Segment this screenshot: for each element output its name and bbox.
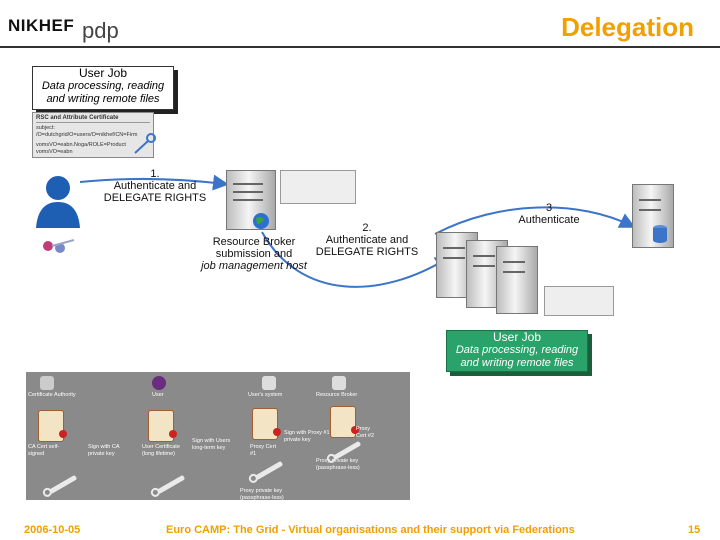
step1-label: 1. Authenticate and DELEGATE RIGHTS: [100, 168, 210, 204]
step1-number: 1.: [150, 168, 160, 180]
remote-job-line2: and writing remote files: [460, 357, 574, 369]
user-certificate-scroll: [148, 410, 177, 442]
step2-number: 2.: [362, 222, 372, 234]
compute-server: [496, 246, 538, 314]
proxy2-label: Proxy Cert #2: [356, 426, 375, 439]
header-divider: [0, 46, 720, 48]
remote-job-line1: Data processing, reading: [455, 344, 579, 356]
proxy1-key-icon: [254, 460, 284, 481]
user-job-box: User Job Data processing, reading and wr…: [32, 66, 174, 110]
logo-text: NIKHEF: [8, 16, 75, 35]
proxy1-label: Proxy Cert #1: [250, 444, 276, 457]
step1-line2: DELEGATE RIGHTS: [103, 192, 207, 204]
remote-job-heading: User Job: [492, 330, 542, 344]
step1-line1: Authenticate and: [113, 180, 197, 192]
proxy2-scroll: [330, 406, 359, 438]
page-number: 15: [688, 524, 701, 536]
resource-broker-icon: [332, 376, 346, 390]
ca-key-icon: [48, 474, 78, 495]
arrow-step3: [434, 206, 636, 235]
user-key-icon: [156, 474, 186, 495]
certificate-attr1: vomsVO=eabn.Noga/ROLE=Product: [36, 142, 126, 148]
pdp-logo-text: pdp: [82, 18, 119, 43]
step2-line1: Authenticate and: [325, 234, 409, 246]
entity-user: User: [152, 392, 164, 398]
remote-user-job-box: User Job Data processing, reading and wr…: [446, 330, 588, 372]
entity-user-system: User's system: [248, 392, 283, 398]
entity-resource-broker: Resource Broker: [316, 392, 358, 398]
database-icon: [653, 225, 667, 243]
broker-certificate: [280, 170, 356, 204]
resource-broker-label: Resource Broker submission and job manag…: [198, 236, 310, 272]
step2-line2: DELEGATE RIGHTS: [315, 246, 419, 258]
resource-broker-line2: submission and: [215, 248, 293, 260]
resource-broker-line1: Resource Broker: [212, 236, 296, 248]
proxy-chain-panel: Certificate Authority User User's system…: [26, 372, 410, 501]
user-job-line1: Data processing, reading: [41, 80, 165, 92]
user-job-heading: User Job: [78, 66, 128, 80]
proxy1-scroll: [252, 408, 281, 440]
rsc-attribute-certificate: RSC and Attribute Certificate subject: /…: [32, 112, 154, 158]
arrow-step2: [261, 231, 452, 288]
step3-label: 3 Authenticate: [514, 202, 584, 226]
user-icon: [36, 176, 80, 228]
user-cert-label: User Certificate (long lifetime): [142, 444, 180, 457]
ca-certificate-scroll: [38, 410, 67, 442]
sign-user-label: Sign with Users long-term key: [192, 438, 231, 451]
sign-proxy-label: Sign with Proxy #1 private key: [284, 430, 330, 443]
footer-date: 2006-10-05: [24, 524, 81, 536]
ca-cert-label: CA Cert self-signed: [28, 444, 60, 457]
user-system-icon: [262, 376, 276, 390]
step3-number: 3: [545, 202, 553, 214]
proxy-key2-label: Proxy private key (passphrase-less): [316, 458, 360, 471]
certificate-title: RSC and Attribute Certificate: [36, 115, 150, 123]
user-job-line2: and writing remote files: [46, 93, 160, 105]
ca-icon: [40, 376, 54, 390]
footer-text: Euro CAMP: The Grid - Virtual organisati…: [166, 524, 575, 536]
compute-certificate: [544, 286, 614, 316]
entity-ca: Certificate Authority: [28, 392, 76, 398]
keys-icon: [43, 239, 75, 253]
certificate-attr2: vomsVO=eabn: [36, 149, 73, 155]
step2-label: 2. Authenticate and DELEGATE RIGHTS: [312, 222, 422, 258]
key-icon: [134, 133, 156, 154]
resource-broker-line3: job management host: [201, 260, 307, 272]
arrow-step1: [79, 174, 229, 191]
step3-line1: Authenticate: [518, 214, 580, 226]
certificate-subject: subject: /O=dutchgrid/O=users/O=nikhef/C…: [36, 125, 138, 138]
globe-icon: [253, 213, 269, 229]
proxy-key1-label: Proxy private key (passphrase-less): [240, 488, 284, 501]
page-title: Delegation: [561, 12, 694, 42]
sign-ca-label: Sign with CA private key: [88, 444, 120, 457]
user-entity-icon: [152, 376, 166, 390]
